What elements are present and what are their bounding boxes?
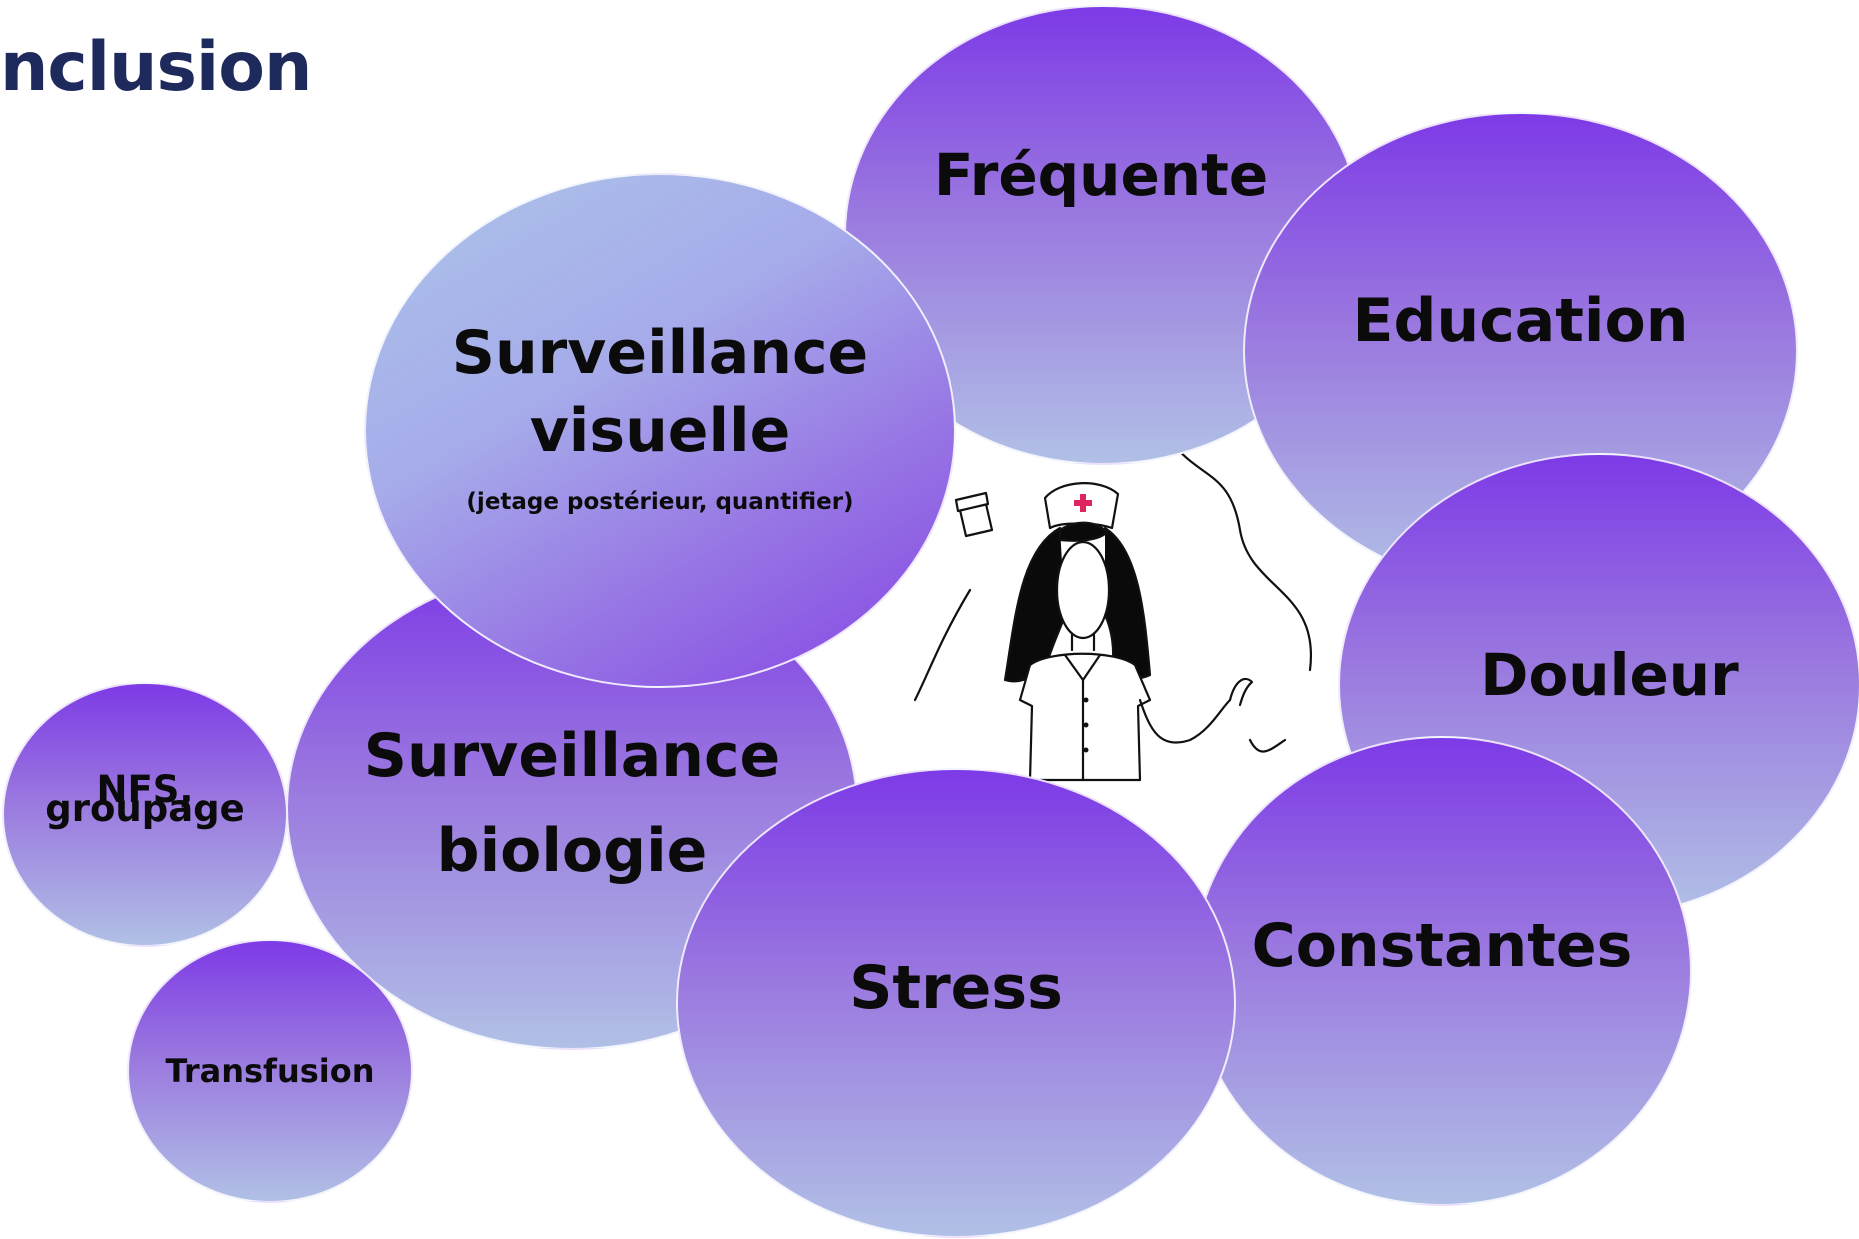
bubble-constantes: Constantes — [1192, 736, 1692, 1206]
label-surveillance-visuelle-line2: visuelle — [529, 396, 791, 467]
bubble-transfusion: Transfusion — [127, 939, 413, 1203]
label-frequente: Fréquente — [933, 140, 1269, 209]
label-surveillance-visuelle-note: (jetage postérieur, quantifier) — [466, 489, 854, 516]
bubble-surveillance-visuelle: Surveillance visuelle (jetage postérieur… — [364, 173, 956, 688]
bubble-stress: Stress — [676, 768, 1236, 1238]
bubble-nfs-groupage: NFS, groupage — [2, 682, 288, 947]
slide-title: nclusion — [0, 28, 312, 107]
label-surveillance-biologie-line2: biologie — [436, 815, 708, 886]
label-constantes: Constantes — [1251, 910, 1633, 981]
label-education: Education — [1352, 285, 1689, 356]
label-stress: Stress — [849, 952, 1063, 1023]
label-transfusion: Transfusion — [165, 1052, 375, 1090]
label-surveillance-biologie-line1: Surveillance — [363, 720, 781, 791]
nurse-illustration — [913, 450, 1313, 782]
label-nfs-line1: NFS, — [96, 768, 194, 812]
label-nfs-line2: groupage — [45, 786, 245, 830]
label-surveillance-visuelle-line1: Surveillance — [451, 318, 869, 389]
label-douleur: Douleur — [1480, 640, 1739, 709]
